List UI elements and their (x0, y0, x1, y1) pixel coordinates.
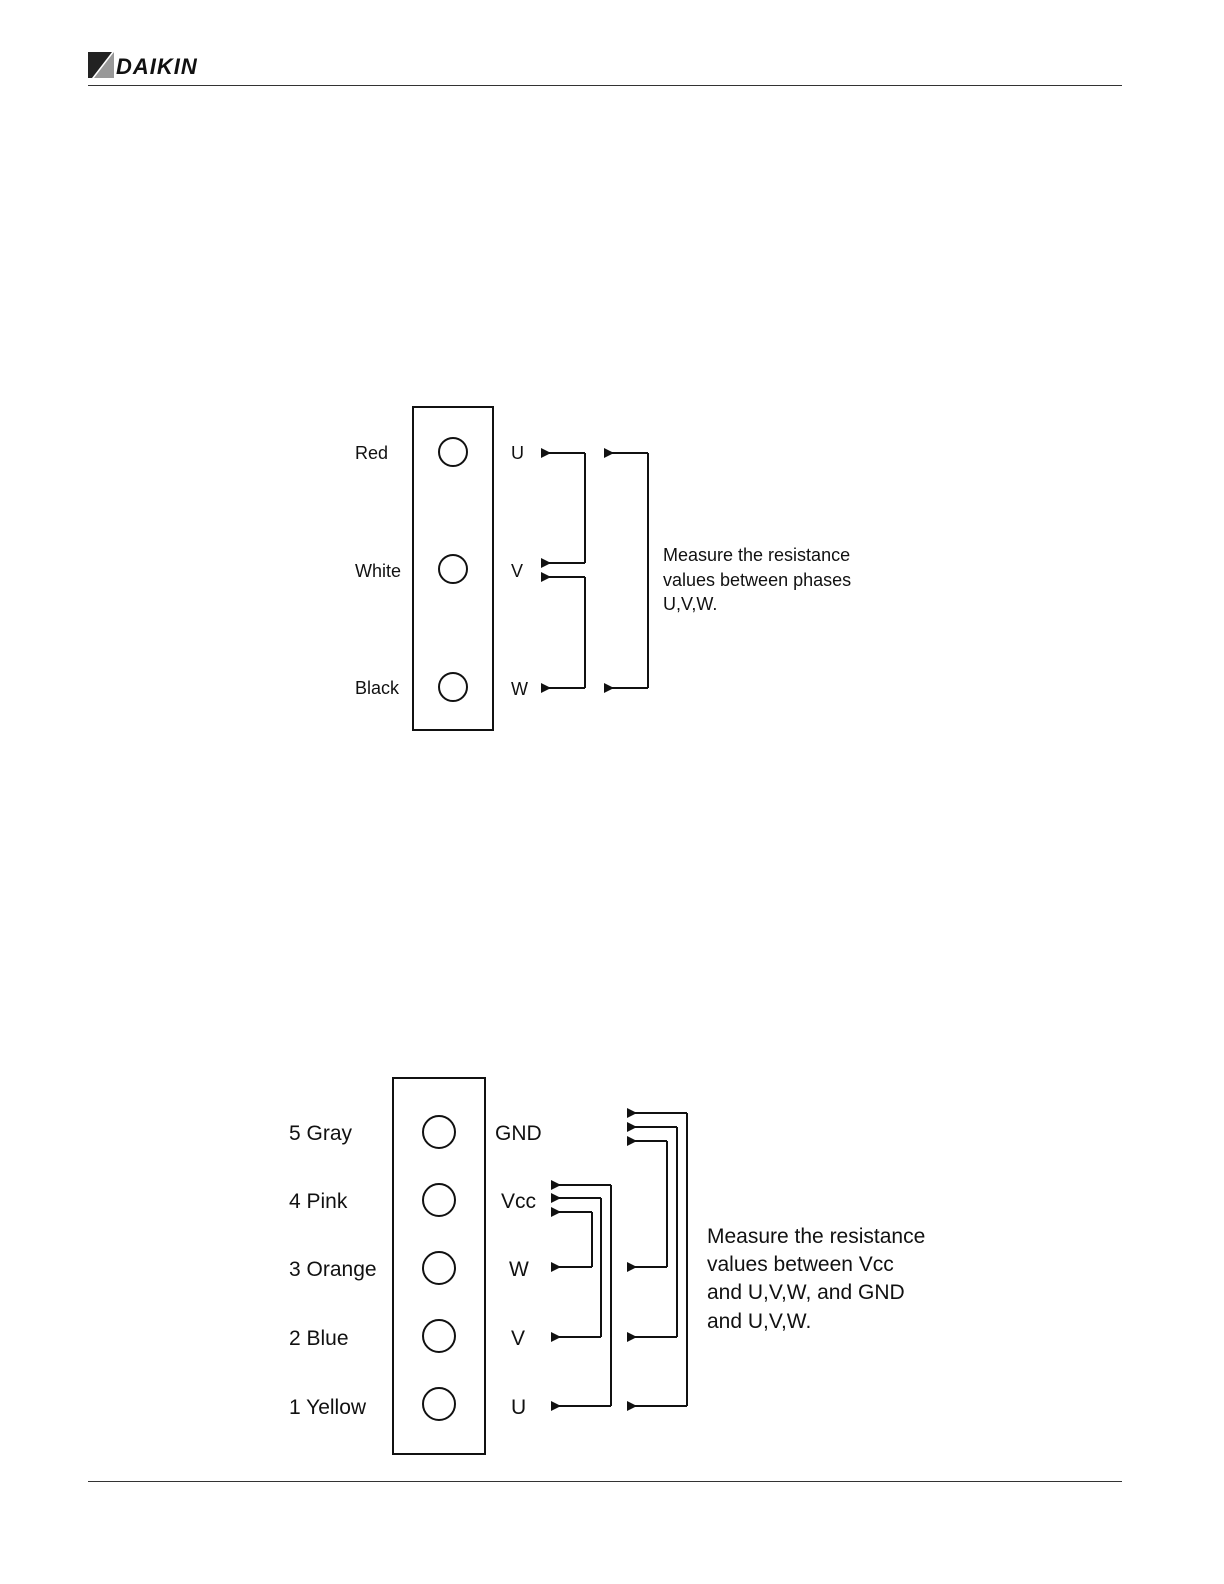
sensor-wire-label: 2 Blue (289, 1327, 349, 1350)
sensor-wire-label: 1 Yellow (289, 1396, 367, 1419)
sensor-note-line: and U,V,W, and GND (707, 1281, 905, 1304)
sensor-signal-label: GND (495, 1122, 542, 1145)
sensor-pin (423, 1252, 455, 1284)
footer-rule (88, 1481, 1122, 1482)
sensor-signal-label: V (511, 1327, 525, 1350)
sensor-connector-body (393, 1078, 485, 1454)
sensor-wire-label: 3 Orange (289, 1258, 377, 1281)
sensor-note-line: Measure the resistance (707, 1225, 925, 1248)
sensor-wire-label: 5 Gray (289, 1122, 353, 1145)
sensor-signal-label: U (511, 1396, 526, 1419)
sensor-pin (423, 1388, 455, 1420)
sensor-note-line: values between Vcc (707, 1253, 894, 1276)
sensor-wire-label: 4 Pink (289, 1190, 348, 1213)
sensor-note-line: and U,V,W. (707, 1310, 811, 1333)
sensor-pin (423, 1116, 455, 1148)
sensor-signal-label: W (509, 1258, 529, 1281)
sensor-pin (423, 1184, 455, 1216)
sensor-signal-label: Vcc (501, 1190, 536, 1213)
sensor-pin (423, 1320, 455, 1352)
